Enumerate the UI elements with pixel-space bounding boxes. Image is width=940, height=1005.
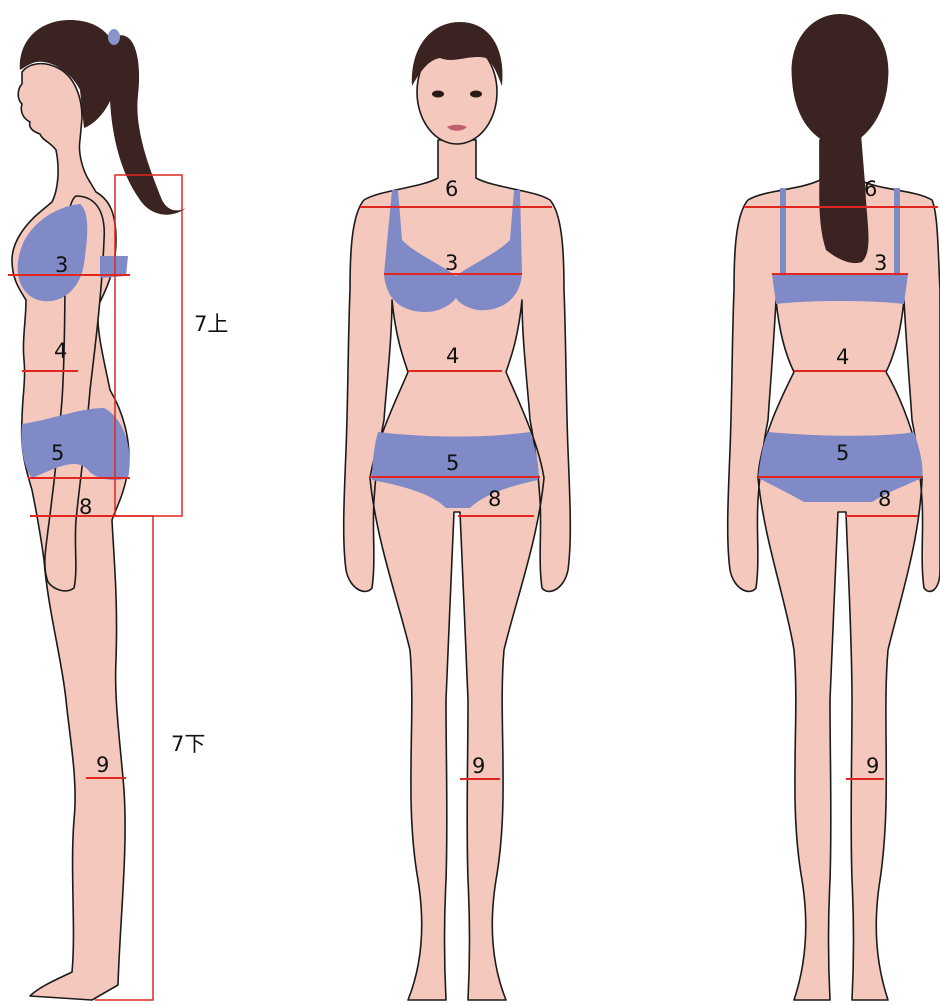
side-label-lower-length: 7下 [171, 732, 205, 756]
hair-tie [108, 29, 120, 45]
back-view-figure [728, 14, 940, 1000]
back-bra-band [772, 274, 908, 304]
front-left-eye [432, 91, 444, 98]
side-view-figure [12, 20, 186, 1000]
back-right-strap [894, 188, 900, 274]
front-label-5: 5 [446, 451, 459, 475]
front-label-9: 9 [472, 754, 485, 778]
front-view-figure [344, 22, 571, 1000]
side-label-8: 8 [79, 495, 92, 519]
front-label-8: 8 [488, 487, 501, 511]
side-label-4: 4 [54, 339, 67, 363]
side-label-9: 9 [96, 753, 109, 777]
front-label-3: 3 [445, 251, 458, 275]
side-ponytail [107, 35, 186, 214]
back-left-strap [780, 188, 786, 274]
front-label-4: 4 [446, 344, 459, 368]
back-label-6: 6 [864, 177, 877, 201]
front-right-eye [470, 91, 482, 98]
back-label-9: 9 [866, 754, 879, 778]
front-label-6: 6 [445, 177, 458, 201]
side-label-5: 5 [51, 441, 64, 465]
back-body-silhouette [728, 140, 940, 1000]
back-label-3: 3 [874, 251, 887, 275]
side-label-3: 3 [55, 253, 68, 277]
back-label-8: 8 [878, 487, 891, 511]
back-label-5: 5 [836, 441, 849, 465]
side-label-upper-length: 7上 [194, 312, 228, 336]
back-label-4: 4 [836, 345, 849, 369]
